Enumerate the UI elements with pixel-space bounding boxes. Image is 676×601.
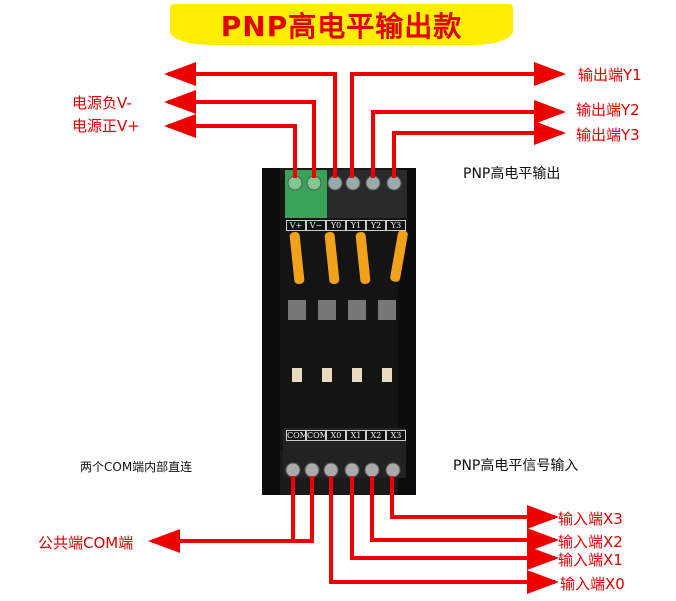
wire-v-minus (164, 90, 316, 178)
title-banner: PNP高电平输出款 (170, 4, 513, 45)
wire-y0 (164, 62, 337, 178)
terminal-label: X3 (386, 430, 406, 441)
wire-x2 (370, 476, 559, 552)
terminal-label: V− (306, 220, 326, 231)
output-section-note: PNP高电平输出 (463, 166, 561, 182)
wire-x3 (390, 476, 559, 529)
input-section-note: PNP高电平信号输入 (453, 458, 579, 474)
wire-v-plus (164, 114, 297, 178)
terminal-label: COM (306, 430, 328, 441)
terminal-label: X2 (366, 430, 386, 441)
terminal-label: COM (286, 430, 308, 441)
wire-x0 (329, 476, 559, 594)
label-y1: 输出端Y1 (578, 66, 642, 84)
label-v-plus: 电源正V+ (72, 117, 140, 135)
wire-x1 (350, 476, 559, 570)
wire-com (148, 476, 314, 553)
label-y2: 输出端Y2 (576, 101, 640, 119)
label-x3: 输入端X3 (558, 510, 623, 528)
label-x2: 输入端X2 (558, 533, 623, 551)
terminal-label: Y0 (326, 220, 346, 231)
terminal-label: X1 (346, 430, 366, 441)
wire-y1 (350, 62, 566, 178)
wire-y2 (371, 100, 566, 178)
label-x1: 输入端X1 (558, 551, 623, 569)
title: PNP高电平输出款 (220, 9, 463, 43)
terminal-label: X0 (326, 430, 346, 441)
terminal-label: Y3 (386, 220, 406, 231)
terminal-label: V+ (286, 220, 306, 231)
label-x0: 输入端X0 (560, 575, 625, 593)
io-module-board (262, 168, 416, 495)
wire-y3 (392, 121, 566, 178)
terminal-label: Y1 (346, 220, 366, 231)
com-note: 两个COM端内部直连 (80, 460, 193, 474)
label-com: 公共端COM端 (38, 534, 134, 552)
terminal-label: Y2 (366, 220, 386, 231)
label-v-minus: 电源负V- (72, 94, 132, 112)
label-y3: 输出端Y3 (576, 126, 640, 144)
